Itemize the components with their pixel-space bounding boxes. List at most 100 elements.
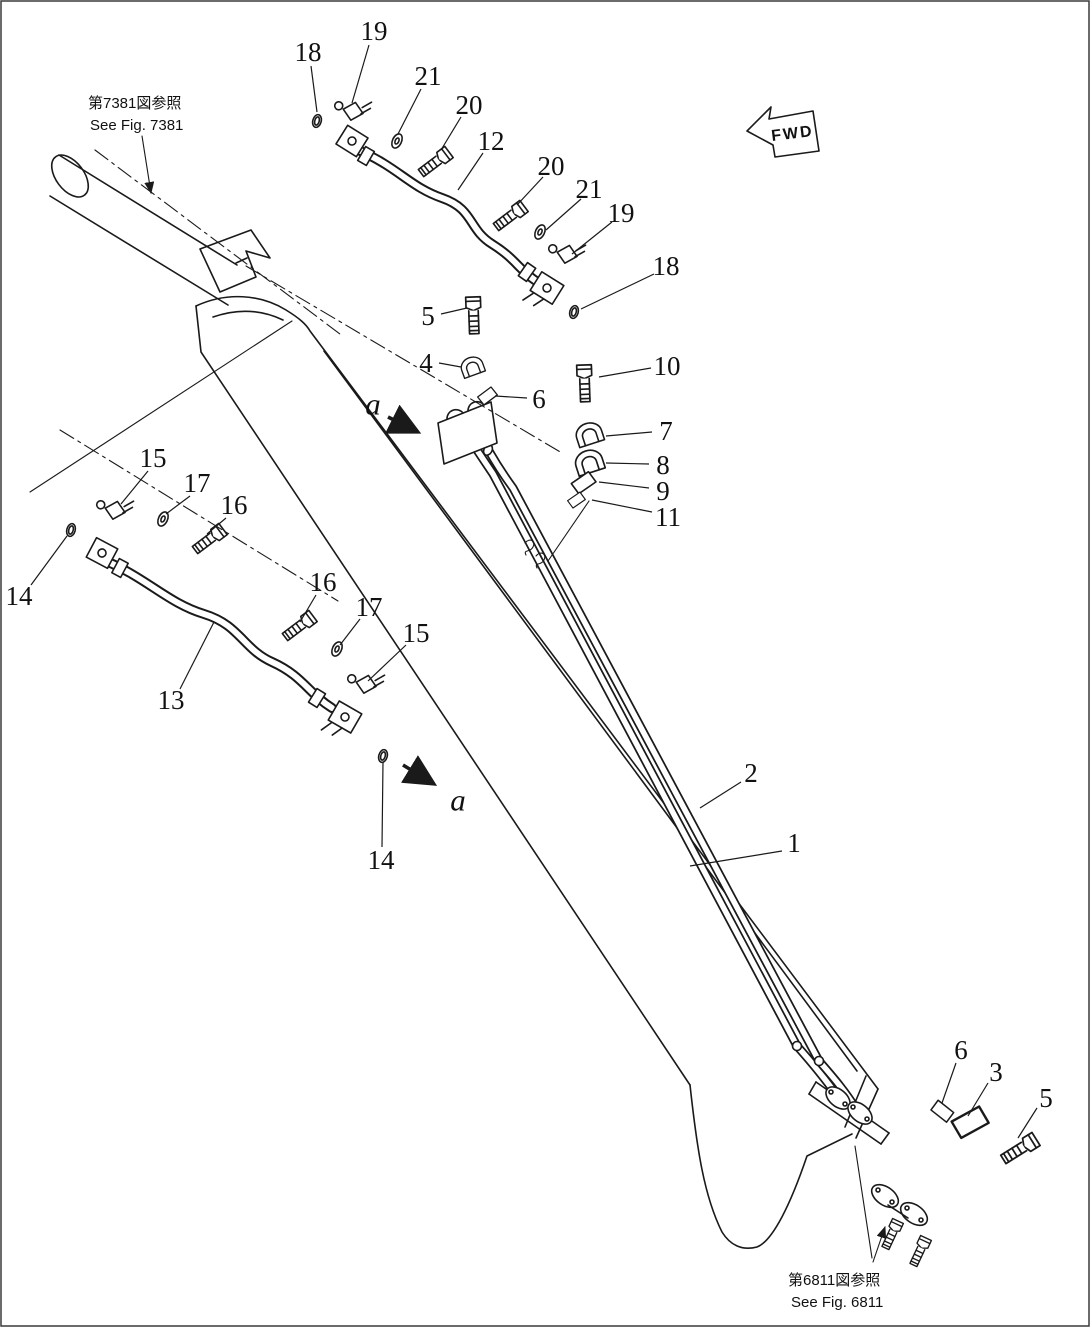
- leader-line-10: [598, 367, 652, 378]
- leader-line-15: [367, 644, 407, 682]
- hydraulic-tube-2: [484, 446, 863, 1117]
- part-21-washer-icon: [531, 222, 549, 242]
- leader-line-8: [605, 462, 650, 465]
- callout-15: 15: [140, 443, 167, 473]
- leader-line-19: [351, 44, 370, 104]
- part-3-plate-icon: [948, 1104, 992, 1141]
- callout-19: 19: [608, 198, 635, 228]
- callout-9: 9: [656, 476, 670, 506]
- part-16-bolt-icon: [280, 609, 319, 644]
- part-19-elbow-icon: [547, 239, 589, 266]
- callout-12: 12: [478, 126, 505, 156]
- callout-15: 15: [403, 618, 430, 648]
- leader-line-18: [580, 273, 655, 310]
- part-9-plate-icon: [568, 469, 599, 496]
- leader-line-1: [689, 850, 783, 867]
- part-14-oring-icon: [376, 747, 390, 765]
- leader-line-6: [494, 395, 528, 399]
- part-21-washer-icon: [388, 131, 406, 151]
- boom-outline: [195, 295, 879, 1249]
- callout-6: 6: [954, 1035, 968, 1065]
- ref-arrow-6811: [872, 1225, 887, 1263]
- part-11-plate-icon: [565, 490, 588, 510]
- leader-line-18: [310, 65, 318, 113]
- leader-line-4: [438, 362, 462, 368]
- ref-fig-7381-jp: 第7381図参照: [88, 94, 181, 112]
- callout-8: 8: [656, 450, 670, 480]
- leader-lines: [30, 44, 1038, 1139]
- leader-line-2: [699, 781, 742, 809]
- ref-arrow-7381: [141, 135, 155, 195]
- callout-4: 4: [419, 348, 433, 378]
- callout-16: 16: [310, 567, 337, 597]
- leader-line-21: [545, 198, 582, 231]
- callout-3: 3: [989, 1057, 1003, 1087]
- part-4-clamp-icon: [457, 353, 487, 380]
- callout-11: 11: [655, 502, 681, 532]
- center-lines: [29, 149, 873, 1259]
- callout-14: 14: [368, 845, 396, 875]
- flange-bolt-icon: [907, 1234, 933, 1269]
- leader-line-14: [30, 535, 68, 586]
- hose-13: [85, 536, 363, 736]
- cylinder-bracket: [199, 229, 271, 293]
- callout-21: 21: [415, 61, 442, 91]
- callout-20: 20: [538, 151, 565, 181]
- part-5-bolt-icon: [464, 295, 483, 335]
- leader-line-5: [440, 307, 468, 315]
- tube-end-caps: [460, 426, 825, 1067]
- leader-line-5: [1017, 1107, 1038, 1139]
- part-20-bolt-icon: [416, 145, 455, 180]
- section-markers: aa: [365, 387, 466, 818]
- callout-19: 19: [361, 16, 388, 46]
- hose-12: [335, 124, 565, 307]
- part-16-bolt-icon: [190, 522, 229, 557]
- callout-5: 5: [1039, 1083, 1053, 1113]
- callout-17: 17: [356, 592, 383, 622]
- part-18-oring-icon: [567, 303, 581, 321]
- callout-21: 21: [576, 174, 603, 204]
- section-arrow-2: [400, 755, 438, 786]
- leader-line-13: [179, 621, 215, 690]
- callout-1: 1: [787, 828, 801, 858]
- section-label-1: a: [365, 387, 381, 422]
- part-14-oring-icon: [64, 521, 78, 539]
- callout-10: 10: [654, 351, 681, 381]
- leader-line-17: [165, 495, 191, 515]
- leader-line-21: [397, 88, 422, 135]
- leader-line-15: [120, 470, 149, 505]
- flange-bolt-icon: [879, 1217, 905, 1252]
- leader-line-11: [591, 499, 653, 513]
- section-arrow-1: [384, 404, 422, 434]
- section-label-2: a: [450, 783, 466, 818]
- ref-fig-7381-en: See Fig. 7381: [90, 117, 183, 134]
- part-20-bolt-icon: [491, 199, 530, 234]
- part-5-bolt-icon: [998, 1131, 1041, 1167]
- fwd-indicator: [746, 106, 820, 158]
- ref-fig-6811-jp: 第6811図参照: [788, 1271, 880, 1289]
- part-10-bolt-icon: [575, 363, 594, 403]
- leader-line-12: [457, 152, 484, 191]
- callout-2: 2: [744, 758, 758, 788]
- lower-fitting-assembly: [870, 1183, 933, 1269]
- callout-18: 18: [295, 37, 322, 67]
- callout-16: 16: [221, 490, 248, 520]
- leader-line-14: [381, 761, 384, 848]
- ref-fig-6811-en: See Fig. 6811: [791, 1294, 883, 1311]
- leader-line-20: [440, 116, 462, 151]
- leader-line-3: [967, 1082, 989, 1117]
- callout-13: 13: [158, 685, 185, 715]
- callout-17: 17: [184, 468, 211, 498]
- leader-line-7: [605, 431, 653, 437]
- callout-6: 6: [532, 384, 546, 414]
- clamp-bracket: [437, 400, 498, 465]
- callout-20: 20: [456, 90, 483, 120]
- part-15-elbow-icon: [346, 669, 388, 696]
- fwd-label: FWD: [770, 123, 814, 145]
- leader-line-17: [339, 618, 361, 646]
- callout-7: 7: [659, 416, 673, 446]
- part-15-elbow-icon: [95, 495, 137, 522]
- tube-flanges: [825, 1086, 873, 1125]
